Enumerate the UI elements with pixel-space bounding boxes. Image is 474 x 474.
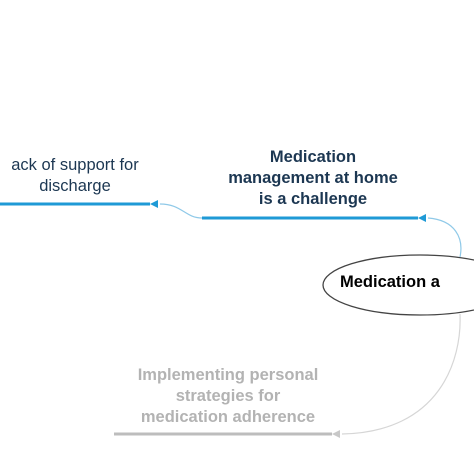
arrowhead-to-lack-of-support	[150, 200, 158, 208]
center-node-ellipse[interactable]	[322, 254, 474, 316]
medication-management-line-2: management at home	[228, 169, 398, 188]
implementing-line-2: strategies for	[175, 387, 281, 406]
lack-of-support-line-1: ack of support for	[11, 156, 139, 174]
medication-management-line-3: is a challenge	[258, 190, 368, 209]
arrowhead-to-implementing	[332, 430, 340, 438]
implementing-line-1: Implementing personal	[137, 366, 319, 384]
lack-of-support-line-2: discharge	[39, 177, 111, 196]
node-lack-of-support[interactable]: ack of support for discharge	[0, 155, 190, 197]
medication-center-label: Medication a	[340, 273, 440, 291]
implementing-line-3: medication adherence	[140, 408, 316, 427]
medication-management-line-1: Medication	[269, 148, 357, 166]
arrowhead-to-management	[418, 214, 426, 222]
connector-center-to-implementing	[341, 313, 461, 435]
node-medication-management[interactable]: Medication management at home is a chall…	[200, 147, 426, 210]
node-medication-center[interactable]: Medication a	[340, 272, 474, 293]
connector-center-to-management	[427, 217, 462, 258]
connector-management-to-lack	[159, 203, 203, 219]
node-implementing-strategies[interactable]: Implementing personal strategies for med…	[100, 365, 356, 428]
